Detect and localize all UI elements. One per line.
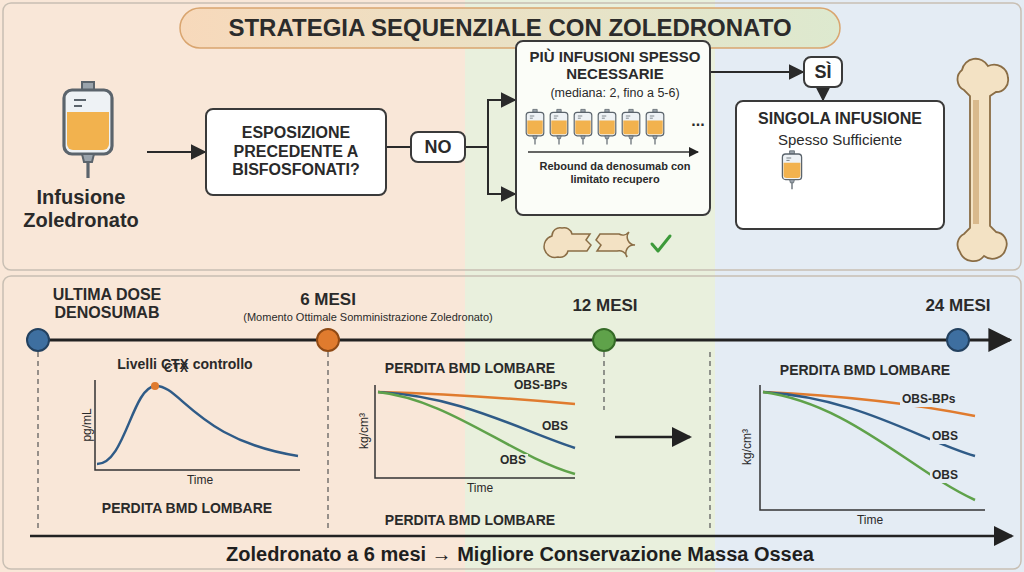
connector	[147, 152, 205, 153]
connector	[387, 147, 410, 148]
node-text: Rebound da denosumab con limitato recupe…	[529, 160, 701, 185]
label: PERDITA BMD LOMBARE	[62, 500, 312, 516]
series-label: OBS	[540, 420, 570, 434]
node-heading: SÌ	[814, 62, 831, 83]
series-label: OBS-BPs	[512, 379, 569, 393]
node-text: (mediana: 2, fino a 5-6)	[525, 86, 705, 100]
connector-line	[387, 146, 410, 148]
label: Time	[450, 482, 510, 496]
node-heading: PIÙ INFUSIONI SPESSO NECESSARIE	[525, 48, 705, 83]
series-label: OBS	[930, 469, 960, 483]
axis-label: kg/cm³	[358, 401, 372, 461]
node-heading: ESPOSIZIONE PRECEDENTE A BISFOSFONATI?	[213, 124, 379, 179]
connector	[823, 88, 824, 100]
node-text: ...	[687, 112, 709, 130]
decision-box: ESPOSIZIONE PRECEDENTE A BISFOSFONATI?	[205, 108, 387, 196]
result-box: SINGOLA INFUSIONE Spesso Sufficiente	[735, 100, 945, 230]
connector	[466, 100, 515, 194]
label: (Momento Ottimale Somministrazione Zoled…	[218, 311, 518, 324]
label: PERDITA BMD LOMBARE	[345, 360, 595, 376]
connector-line	[488, 147, 515, 194]
label: Time	[170, 474, 230, 488]
node-heading: NO	[425, 137, 452, 158]
label: 6 MESI	[288, 290, 368, 310]
axis-label: pg/mL	[81, 395, 95, 455]
label: Time	[840, 514, 900, 528]
label: ULTIMA DOSE DENOSUMAB	[22, 286, 192, 323]
label: 24 MESI	[910, 296, 1006, 316]
answer-box: SÌ	[803, 56, 843, 88]
series-label: OBS-BPs	[900, 393, 957, 407]
connector-line	[822, 88, 824, 100]
series-label: OBS	[930, 430, 960, 444]
label: PERDITA BMD LOMBARE	[345, 512, 595, 528]
label: CTX	[164, 362, 204, 376]
connector-line	[466, 100, 515, 147]
axis-label: kg/cm³	[741, 417, 755, 477]
label: PERDITA BMD LOMBARE	[735, 362, 995, 378]
connector-line	[711, 71, 803, 73]
answer-box: NO	[410, 131, 466, 163]
node-text: Spesso Sufficiente	[778, 131, 902, 148]
icon-caption: Infusione Zoledronato	[15, 78, 147, 234]
process-box: PIÙ INFUSIONI SPESSO NECESSARIE (mediana:…	[515, 40, 711, 216]
series-label: OBS	[498, 454, 528, 468]
caption: Zoledronato a 6 mesi → Migliore Conserva…	[100, 543, 940, 566]
node-heading: SINGOLA INFUSIONE	[758, 110, 922, 128]
label: 12 MESI	[560, 296, 650, 316]
connector-line	[147, 151, 205, 153]
title: STRATEGIA SEQUENZIALE CON ZOLEDRONATO	[180, 14, 840, 42]
node-heading: Infusione Zoledronato	[21, 186, 141, 232]
connector	[711, 72, 803, 73]
